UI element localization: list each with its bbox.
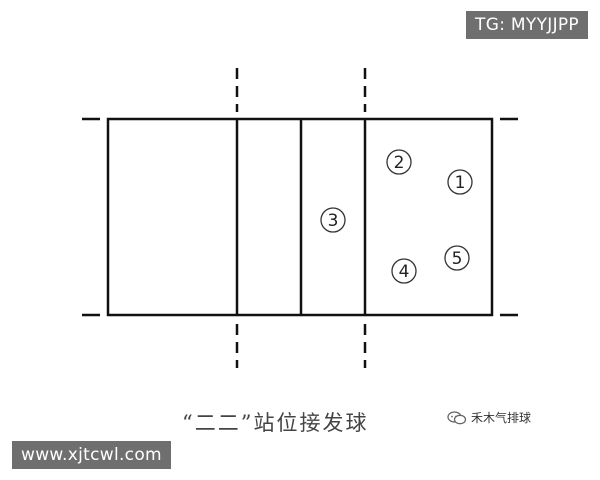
player-position-1: 1 xyxy=(447,169,473,195)
diagram-caption: “二二”站位接发球 xyxy=(182,411,369,435)
watermark: 禾木气排球 xyxy=(447,409,531,426)
website-badge: www.xjtcwl.com xyxy=(12,441,171,469)
player-position-3: 3 xyxy=(320,207,346,233)
watermark-text: 禾木气排球 xyxy=(471,411,532,425)
position-label: 3 xyxy=(328,211,339,231)
position-label: 5 xyxy=(452,249,463,269)
player-position-5: 5 xyxy=(444,245,470,271)
player-position-2: 2 xyxy=(386,149,412,175)
position-label: 2 xyxy=(394,153,405,173)
position-label: 4 xyxy=(399,262,410,282)
player-position-4: 4 xyxy=(391,258,417,284)
position-label: 1 xyxy=(455,173,466,193)
wechat-icon xyxy=(447,410,467,424)
telegram-badge: TG: MYYJJPP xyxy=(466,11,588,39)
